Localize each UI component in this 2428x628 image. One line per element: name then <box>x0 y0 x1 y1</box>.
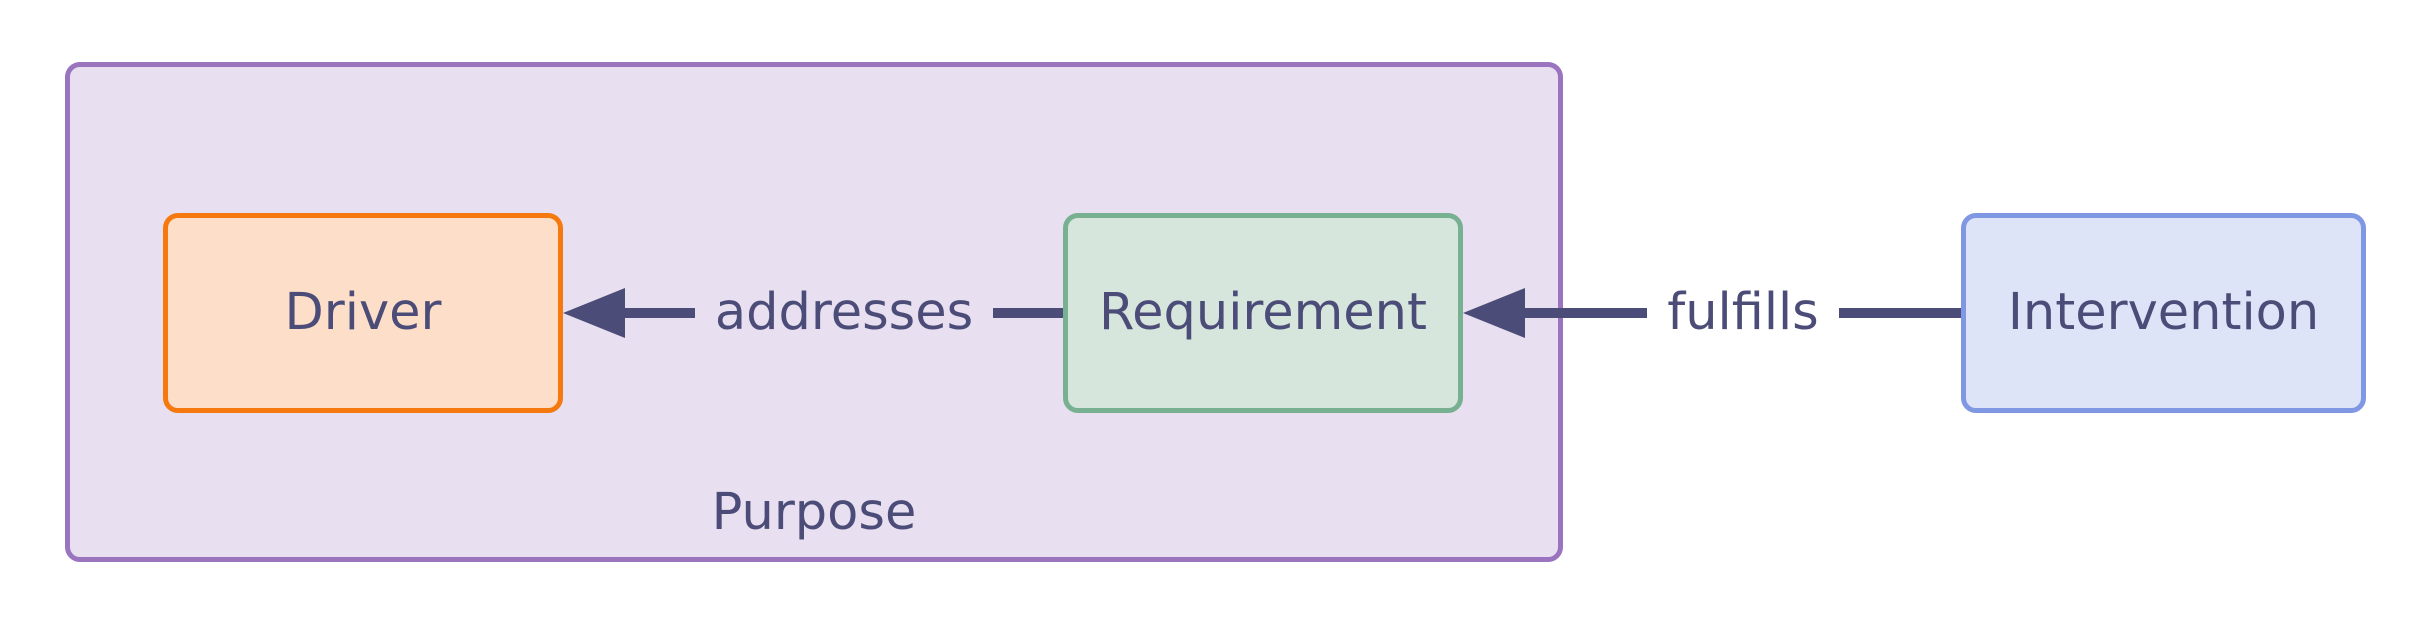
edge-addresses-label: addresses <box>714 283 974 343</box>
edge-addresses: addresses <box>563 283 1063 343</box>
node-requirement-label: Requirement <box>1099 283 1427 343</box>
node-driver: Driver <box>163 213 563 413</box>
edge-line-segment <box>1525 308 1648 318</box>
arrow-left-icon <box>563 288 625 338</box>
node-intervention-label: Intervention <box>2007 283 2320 343</box>
edge-line-segment <box>1838 308 1962 318</box>
node-requirement: Requirement <box>1063 213 1463 413</box>
edge-fulfills-label: fulfills <box>1667 283 1819 343</box>
arrow-left-icon <box>1463 288 1525 338</box>
node-driver-label: Driver <box>284 283 442 343</box>
edge-line-segment <box>625 308 695 318</box>
edge-line-segment <box>993 308 1063 318</box>
cluster-purpose-label: Purpose <box>711 482 917 542</box>
edge-fulfills: fulfills <box>1463 283 1962 343</box>
node-intervention: Intervention <box>1961 213 2366 413</box>
